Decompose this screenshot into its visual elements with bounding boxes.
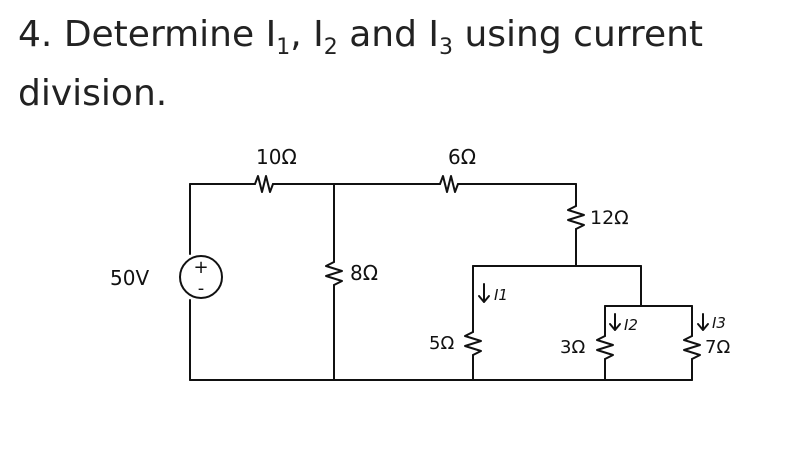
resistor-7-zigzag — [683, 335, 701, 360]
arrow-i3 — [697, 313, 709, 331]
resistor-6-zigzag — [439, 175, 459, 193]
voltage-source-symbol — [179, 255, 223, 299]
current-i2-symbol: I2 — [313, 14, 338, 61]
current-i3-symbol: I3 — [428, 14, 454, 61]
resistor-8-zigzag — [325, 261, 343, 286]
source-label: 50V — [110, 266, 149, 290]
label-10-ohm: 10Ω — [256, 145, 297, 169]
problem-number: 4. — [18, 14, 53, 55]
source-plus: + — [193, 257, 208, 278]
problem-line-2: division. — [18, 73, 168, 115]
and-word: and — [349, 14, 417, 55]
label-12-ohm: 12Ω — [590, 207, 629, 229]
problem-verb: Determine — [63, 14, 255, 55]
resistor-5-zigzag — [464, 331, 482, 356]
arrow-i2 — [609, 313, 621, 331]
problem-rest: using current — [464, 14, 704, 55]
label-8-ohm: 8Ω — [350, 261, 378, 285]
label-current-i1: I1 — [494, 286, 508, 304]
resistor-12-zigzag — [567, 205, 585, 230]
resistor-10-zigzag — [254, 175, 274, 193]
resistor-3-zigzag — [596, 335, 614, 360]
problem-line-1: 4. Determine I1, I2 and I3 using current — [18, 14, 704, 61]
label-5-ohm: 5Ω — [429, 333, 454, 354]
source-minus: - — [198, 278, 205, 299]
label-6-ohm: 6Ω — [448, 145, 476, 169]
arrow-i1 — [478, 283, 490, 303]
problem-statement: 4. Determine I1, I2 and I3 using current… — [18, 12, 788, 117]
label-3-ohm: 3Ω — [560, 337, 585, 358]
label-current-i3: I3 — [712, 314, 726, 332]
label-current-i2: I2 — [624, 316, 638, 334]
label-7-ohm: 7Ω — [705, 337, 730, 358]
current-i1-symbol: I1 — [265, 14, 291, 61]
